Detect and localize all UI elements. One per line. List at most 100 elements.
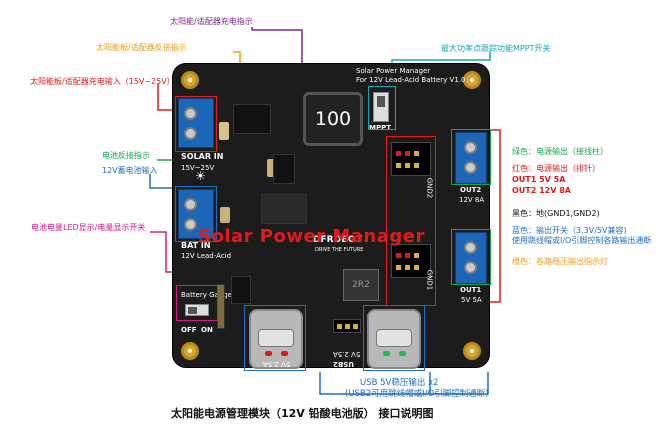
header-pin — [414, 265, 419, 270]
out1-label: OUT1 — [460, 286, 482, 294]
battery-gauge-label: Battery Gauge — [181, 291, 233, 299]
highlight-out-headers — [386, 136, 436, 306]
usb2-control-header[interactable] — [333, 319, 361, 333]
out2-voltage-label: 12V 8A — [459, 196, 485, 204]
switch-knob — [188, 307, 197, 314]
power-inductor: 100 — [303, 92, 363, 146]
out2-label: OUT2 — [460, 186, 482, 194]
battery-reverse-led — [220, 207, 230, 223]
screw-icon — [464, 241, 477, 254]
out2-control-header[interactable] — [391, 142, 431, 176]
annotation-orange-indicator: 橙色：各路稳压输出指示灯 — [512, 257, 608, 266]
regulator-chip — [261, 194, 307, 224]
battery-gauge-switch[interactable] — [185, 304, 209, 316]
header-pin — [345, 324, 350, 329]
highlight-out1-terminal — [451, 229, 491, 285]
watermark: Solar Power Manager — [198, 226, 425, 247]
board-title: Solar Power Manager — [356, 67, 431, 75]
dfrobot-logo: DFROBOT — [313, 235, 362, 245]
usb1-led-right — [281, 351, 288, 356]
usb2-led-left — [383, 351, 390, 356]
screw-icon — [184, 107, 197, 120]
switch-knob — [377, 96, 385, 107]
usb2-label: USB2 — [333, 360, 354, 368]
sun-icon: ☀ — [195, 169, 206, 183]
header-pin — [337, 324, 342, 329]
annotation-solar-charge-indicator: 太阳能/适配器充电指示 — [170, 17, 253, 26]
out1-terminal[interactable] — [455, 232, 487, 284]
mount-hole-bottom-right — [463, 342, 481, 360]
annotation-battery-input: 12V蓄电池输入 — [102, 166, 158, 175]
screw-icon — [184, 198, 197, 211]
annotation-mppt-switch: 最大功率点跟踪功能MPPT开关 — [441, 44, 551, 53]
out1-voltage-label: 5V 5A — [461, 296, 482, 304]
annotation-battery-reverse-indicator: 电池反接指示 — [102, 151, 150, 160]
annotation-usb-output-detail: (USB2可用跳线帽或I/O引脚控制通断) — [345, 389, 489, 399]
out1-control-header[interactable] — [391, 244, 431, 278]
header-pin — [396, 265, 401, 270]
usb2-voltage-label: 5V 2.5A — [333, 350, 361, 358]
highlight-mppt — [368, 86, 396, 130]
board-subtitle: For 12V Lead-Acid Battery V1.0 — [356, 76, 466, 84]
highlight-out2-terminal — [451, 129, 491, 185]
controller-chip — [273, 154, 295, 184]
mppt-label: MPPT — [369, 124, 392, 132]
highlight-solar-terminal — [175, 96, 217, 152]
annotation-battery-gauge: 电池电量LED显示/电量显示开关 — [31, 223, 146, 232]
header-pin — [405, 163, 410, 168]
ic-label: 2R2 — [352, 280, 370, 290]
annotation-black-gnd: 黑色：地(GND1,GND2) — [512, 209, 600, 218]
annotation-green-output: 绿色：电源输出（接线柱） — [512, 147, 608, 156]
solar-voltage-label: 15V~25V — [181, 164, 215, 172]
gauge-led-bar — [217, 284, 225, 329]
screw-icon — [184, 127, 197, 140]
mount-hole-bottom-left — [181, 342, 199, 360]
highlight-battery-gauge — [176, 285, 218, 321]
header-pin — [396, 151, 401, 156]
usb2-led-right — [399, 351, 406, 356]
annotation-solar-reverse-indicator: 太阳能板/适配器反接指示 — [96, 43, 187, 52]
gauge-on-label: ON — [201, 326, 213, 334]
out2-terminal[interactable] — [455, 132, 487, 184]
mppt-switch[interactable] — [373, 92, 389, 122]
header-pin — [405, 253, 410, 258]
inductor-2r2: 2R2 — [343, 269, 379, 301]
battery-type-label: 12V Lead-Acid — [181, 252, 232, 260]
mount-hole-top-right — [463, 71, 481, 89]
header-pin — [414, 151, 419, 156]
highlight-usb2 — [363, 305, 425, 371]
small-chip — [231, 276, 251, 304]
header-pin — [396, 253, 401, 258]
solar-power-manager-board: Solar Power Manager For 12V Lead-Acid Ba… — [172, 63, 490, 377]
screw-icon — [184, 218, 197, 231]
usb2-port[interactable] — [367, 309, 421, 369]
mount-hole-top-left — [181, 71, 199, 89]
header-pin — [396, 163, 401, 168]
gauge-off-label: OFF — [181, 326, 197, 334]
header-pin — [405, 151, 410, 156]
header-pin — [414, 163, 419, 168]
solar-in-label: SOLAR IN — [181, 152, 224, 161]
screw-icon — [464, 161, 477, 174]
usb1-led-left — [265, 351, 272, 356]
solar-input-terminal[interactable] — [178, 98, 214, 148]
mosfet-chip — [233, 104, 271, 134]
usb-slot — [376, 329, 412, 347]
annotation-usb-output: USB 5V稳压输出 x2 — [360, 378, 439, 388]
annotation-blue-switch-detail: 使用跳线帽或I/O引脚控制各路输出通断 — [512, 236, 652, 245]
bat-in-label: BAT IN — [181, 241, 211, 250]
annotation-solar-input: 太阳能板/适配器充电输入（15V~25V） — [30, 77, 175, 86]
header-pin — [414, 253, 419, 258]
solar-reverse-led — [219, 122, 229, 140]
usb1-port[interactable] — [249, 309, 303, 369]
screw-icon — [464, 261, 477, 274]
inductor-value: 100 — [314, 108, 352, 130]
diagram-caption: 太阳能电源管理模块（12V 铅酸电池版） 接口说明图 — [171, 407, 434, 420]
dfrobot-tagline: DRIVE THE FUTURE — [315, 247, 364, 253]
battery-input-terminal[interactable] — [178, 189, 214, 239]
annotation-out2-rating: OUT2 12V 8A — [512, 186, 571, 195]
highlight-usb1 — [244, 305, 306, 371]
annotation-blue-switch: 蓝色：输出开关（3.3V/5V兼容) — [512, 226, 627, 235]
annotation-out1-rating: OUT1 5V 5A — [512, 175, 566, 184]
screw-icon — [464, 141, 477, 154]
